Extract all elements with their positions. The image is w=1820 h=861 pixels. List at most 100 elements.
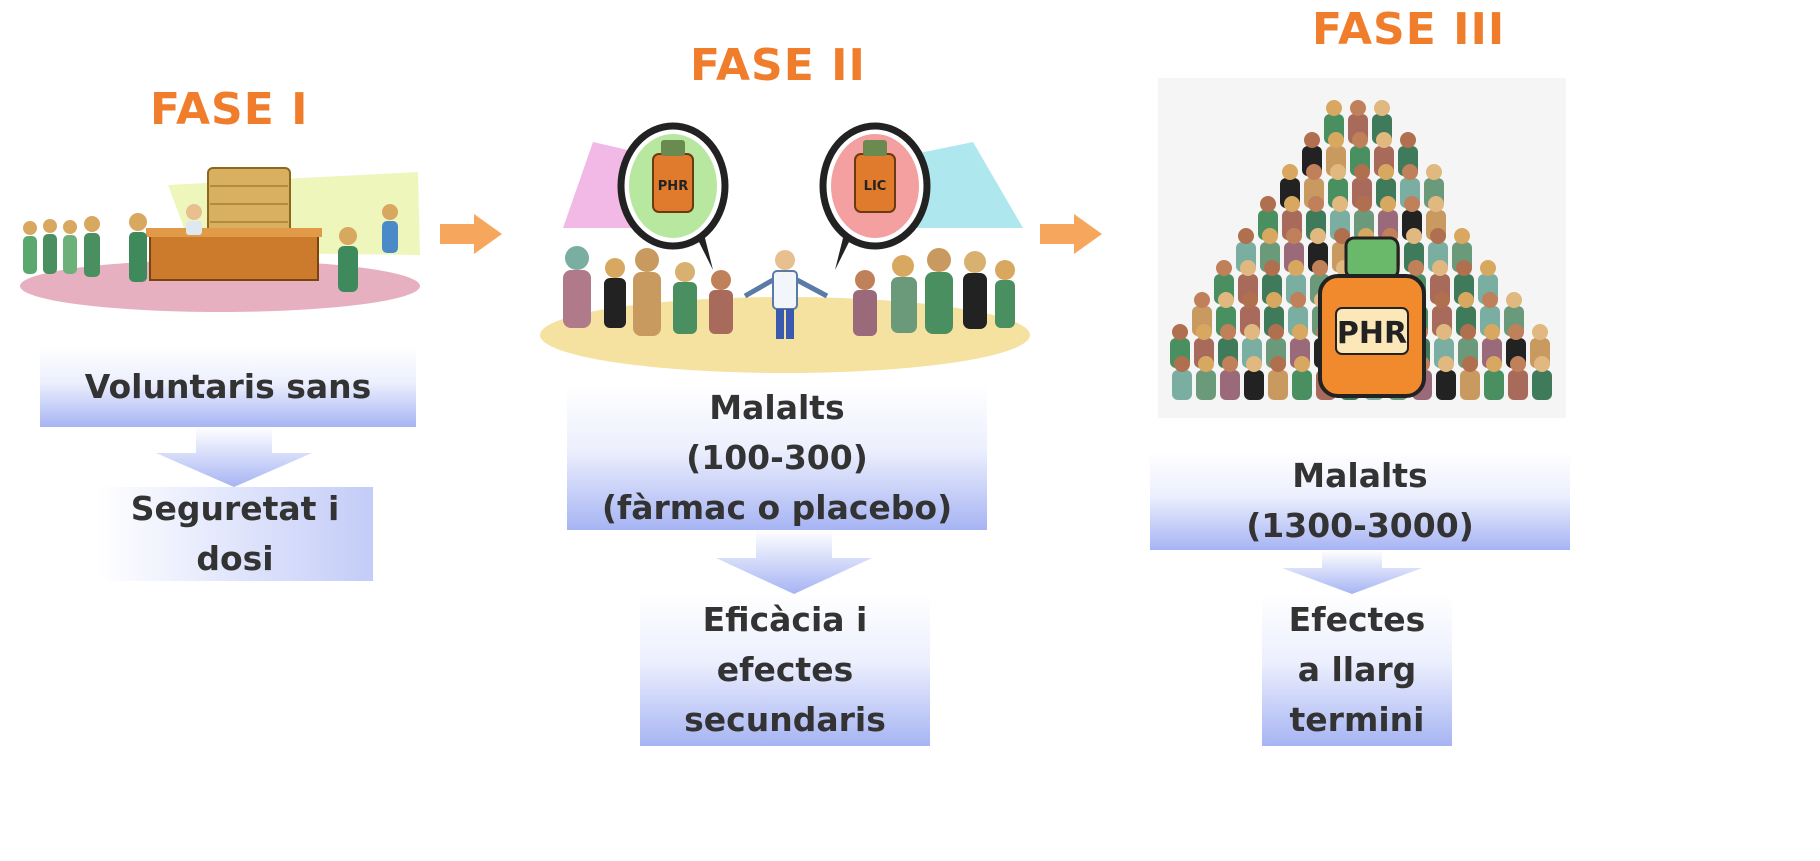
- crowd-patient-head: [1294, 356, 1310, 372]
- phase-2-objective: Eficàcia i efectes secundaris: [684, 600, 886, 739]
- crowd-patient-head: [1334, 228, 1350, 244]
- crowd-patient-body: [1292, 370, 1312, 400]
- phase-3-objective-box: Efectes a llarg termini: [1262, 594, 1452, 746]
- crowd-patient-head: [1218, 292, 1234, 308]
- crowd-patient-head: [1306, 164, 1322, 180]
- phase-2-down-arrow: [716, 530, 872, 594]
- crowd-patient-head: [1286, 228, 1302, 244]
- crowd-patient-head: [1376, 132, 1392, 148]
- crowd-patient-head: [1406, 228, 1422, 244]
- phase-2-participants: Malalts (100-300) (fàrmac o placebo): [601, 387, 953, 527]
- crowd-patient-head: [1292, 324, 1308, 340]
- crowd-patient-body: [1220, 370, 1240, 400]
- crowd-patient-head: [1380, 196, 1396, 212]
- phase-2-title: FASE II: [690, 40, 866, 91]
- crowd-patient-head: [1428, 196, 1444, 212]
- crowd-patient-head: [1198, 356, 1214, 372]
- crowd-patient-body: [1196, 370, 1216, 400]
- patient-figures-left: [563, 246, 733, 336]
- phase-3-down-arrow: [1282, 550, 1422, 594]
- phase-3-illustration: PHR: [1158, 78, 1566, 418]
- patient-figures-right: [853, 248, 1015, 336]
- crowd-patient-head: [1238, 228, 1254, 244]
- crowd-patient-head: [1262, 228, 1278, 244]
- crowd-patient-head: [1268, 324, 1284, 340]
- volunteer-figures: [23, 204, 398, 292]
- crowd-patient-head: [1482, 292, 1498, 308]
- phase-1-objective: Seguretat i dosi: [130, 489, 340, 578]
- crowd-patient-head: [1456, 260, 1472, 276]
- crowd-patient-head: [1246, 356, 1262, 372]
- crowd-patient-head: [1172, 324, 1188, 340]
- crowd-patient-head: [1220, 324, 1236, 340]
- crowd-patient-head: [1174, 356, 1190, 372]
- crowd-patient-head: [1356, 196, 1372, 212]
- crowd-patient-head: [1290, 292, 1306, 308]
- crowd-patient-head: [1326, 100, 1342, 116]
- crowd-patient-head: [1308, 196, 1324, 212]
- phase-1-objective-box: Seguretat i dosi: [97, 487, 373, 581]
- crowd-patient-head: [1352, 132, 1368, 148]
- crowd-patient-head: [1222, 356, 1238, 372]
- crowd-patient-head: [1284, 196, 1300, 212]
- crowd-patient-head: [1484, 324, 1500, 340]
- crowd-patient-head: [1402, 164, 1418, 180]
- crowd-patient-head: [1196, 324, 1212, 340]
- phase-1-participants: Voluntaris sans: [84, 367, 372, 406]
- crowd-patient-head: [1434, 292, 1450, 308]
- crowd-patient-head: [1260, 196, 1276, 212]
- phase-3-participants-box: Malalts (1300-3000): [1150, 452, 1570, 550]
- crowd-patient-head: [1436, 324, 1452, 340]
- phase-1-title: FASE I: [150, 84, 309, 135]
- crowd-patient-head: [1374, 100, 1390, 116]
- medicine-bottle-label: PHR: [1337, 316, 1407, 351]
- crowd-patient-head: [1264, 260, 1280, 276]
- crowd-patient-head: [1288, 260, 1304, 276]
- placebo-bottle-label: LIC: [864, 179, 887, 194]
- medicine-bottle: PHR: [1318, 236, 1426, 398]
- crowd-patient-head: [1534, 356, 1550, 372]
- crowd-patient-head: [1438, 356, 1454, 372]
- crowd-patient-body: [1484, 370, 1504, 400]
- crowd-patient-head: [1508, 324, 1524, 340]
- pink-platform: [20, 260, 420, 312]
- crowd-patient-body: [1268, 370, 1288, 400]
- crowd-patient-head: [1310, 228, 1326, 244]
- crowd-patient-head: [1426, 164, 1442, 180]
- crowd-patient-head: [1404, 196, 1420, 212]
- phase-2-objective-box: Eficàcia i efectes secundaris: [640, 594, 930, 746]
- crowd-patient-head: [1510, 356, 1526, 372]
- placebo-bottle-bubble: LIC: [819, 122, 931, 270]
- crowd-patient-head: [1462, 356, 1478, 372]
- drug-bottle-bubble: PHR: [617, 122, 729, 270]
- crowd-patient-head: [1480, 260, 1496, 276]
- crowd-patient-head: [1454, 228, 1470, 244]
- crowd-patient-head: [1244, 324, 1260, 340]
- crowd-patient-head: [1270, 356, 1286, 372]
- flow-arrow-phase-1-to-2: [440, 214, 502, 254]
- phase-2-participants-box: Malalts (100-300) (fàrmac o placebo): [567, 385, 987, 530]
- crowd-patient-head: [1378, 164, 1394, 180]
- crowd-patient-head: [1532, 324, 1548, 340]
- crowd-patient-body: [1436, 370, 1456, 400]
- crowd-patient-head: [1240, 260, 1256, 276]
- crowd-patient-head: [1506, 292, 1522, 308]
- crowd-patient-body: [1532, 370, 1552, 400]
- flow-arrow-phase-2-to-3: [1040, 214, 1102, 254]
- phase-1-participants-box: Voluntaris sans: [40, 347, 416, 427]
- phase-2-illustration: PHR LIC: [540, 122, 1030, 373]
- crowd-patient-head: [1486, 356, 1502, 372]
- crowd-patient-head: [1330, 164, 1346, 180]
- doctor-figure: [743, 250, 829, 339]
- phase-3-objective: Efectes a llarg termini: [1288, 600, 1426, 739]
- phase-1-down-arrow: [156, 427, 312, 487]
- crowd-patient-body: [1172, 370, 1192, 400]
- crowd-patient-head: [1266, 292, 1282, 308]
- crowd-patient-body: [1508, 370, 1528, 400]
- crowd-patient-head: [1430, 228, 1446, 244]
- crowd-patient-body: [1460, 370, 1480, 400]
- crowd-patient-head: [1400, 132, 1416, 148]
- crowd-patient-head: [1312, 260, 1328, 276]
- crowd-patient-head: [1350, 100, 1366, 116]
- crowd-patient-head: [1328, 132, 1344, 148]
